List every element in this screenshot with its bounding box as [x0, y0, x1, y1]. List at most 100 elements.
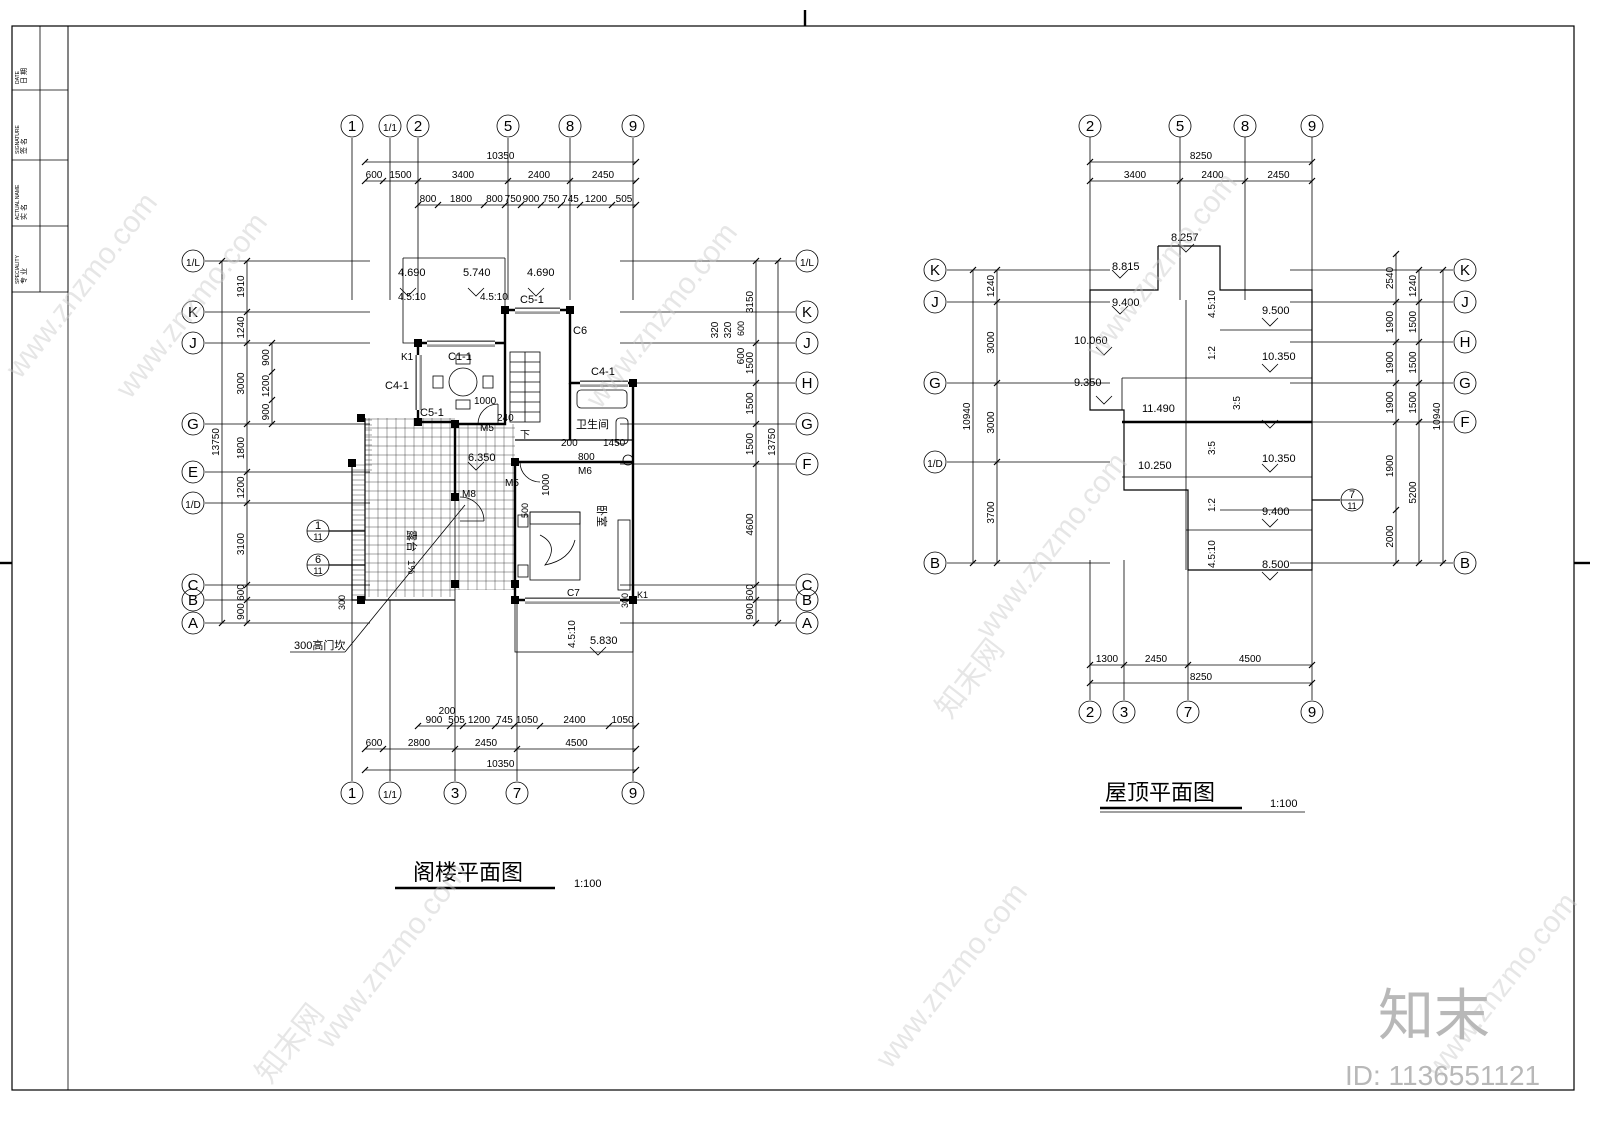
watermark-id: ID: 1136551121 — [1345, 1060, 1540, 1091]
roof-bottom-grid-0: 2 — [1078, 700, 1102, 724]
roof-bottom-grid-2: 7 — [1176, 700, 1200, 724]
attic-left-d-3: 1800 — [236, 436, 247, 459]
attic-left-grid-4: E — [181, 460, 205, 484]
attic-section-1-num: 1 — [315, 520, 321, 532]
attic-right-grid-0-label: 1/L — [800, 258, 814, 269]
attic-left-total-0: 13750 — [211, 428, 222, 456]
attic-right-grid-5-label: F — [802, 456, 811, 473]
roof-right-5200-0: 5200 — [1408, 481, 1419, 504]
attic-section-6-sheet: 11 — [313, 566, 322, 576]
terrace-tile-hatch — [352, 418, 515, 597]
attic-left-inner-0: 900 — [261, 349, 272, 366]
attic-top-grid-0-label: 1 — [348, 118, 356, 135]
label-300b: 300 — [620, 593, 630, 608]
sill-leader — [344, 504, 466, 653]
label-sill: 300高门坎 — [294, 638, 345, 652]
attic-left-d-1: 1240 — [236, 316, 247, 339]
roof-left-grid-1: J — [923, 290, 947, 314]
attic-bottom-grid-3-label: 7 — [513, 785, 521, 802]
watermark-site-2: www.znzmo.com — [579, 217, 744, 415]
attic-top-grid-2: 2 — [406, 114, 430, 138]
label-bedroom: 卧室 — [595, 505, 609, 527]
attic-right-d-3: 1500 — [745, 432, 756, 455]
label-m5b: M5 — [505, 478, 519, 489]
roof-left-grid-3-label: 1/D — [927, 459, 943, 470]
attic-right-grid-1: K — [795, 300, 819, 324]
roof-right-grid-2-label: H — [1460, 334, 1471, 351]
label-k1b: K1 — [637, 590, 648, 600]
roof-section-marker-7: 7 11 — [1312, 488, 1364, 512]
roof-top-d-2: 2450 — [1267, 170, 1290, 181]
label-c5-1a: C5-1 — [420, 407, 444, 419]
roof-right-d2-3: 1500 — [1408, 391, 1419, 414]
attic-left-d-2: 3000 — [236, 372, 247, 395]
attic-left-grid-5-label: 1/D — [185, 500, 201, 511]
label-c7: C7 — [567, 588, 580, 599]
roof-right-d1-3: 1900 — [1385, 391, 1396, 414]
roof-level-markers — [1095, 243, 1279, 581]
roof-slope-3: 3:5 — [1207, 441, 1218, 455]
attic-right-grid-7: B — [795, 588, 819, 612]
attic-level-2: 4.690 — [527, 267, 555, 279]
roof-right-d1-0: 2540 — [1385, 266, 1396, 289]
roof-right-d1-4: 1900 — [1385, 454, 1396, 477]
roof-section-7-sheet: 11 — [1347, 501, 1356, 511]
roof-left-grid-4: B — [923, 551, 947, 575]
label-1450: 1450 — [603, 438, 626, 449]
title-block-en-2: SIGNATURE — [15, 125, 21, 154]
dining-table — [432, 354, 494, 410]
roof-top-total-0: 8250 — [1190, 151, 1213, 162]
label-m8: M8 — [462, 489, 476, 500]
roof-left-d-2: 3000 — [986, 411, 997, 434]
attic-level-0: 4.690 — [398, 267, 426, 279]
title-block-en-1: ACTUAL NAME — [15, 184, 21, 220]
attic-top-d1-2: 3400 — [452, 170, 475, 181]
attic-bot-d1-2: 1200 — [468, 715, 491, 726]
roof-slope-0: 4.5:10 — [1207, 290, 1218, 318]
roof-outline — [1089, 245, 1313, 571]
title-block-cn-2: 签 名 — [19, 138, 28, 154]
watermark-site-6: www.znzmo.com — [309, 857, 474, 1055]
attic-left-grid-1-label: K — [188, 304, 198, 321]
attic-top-grid-3-label: 5 — [504, 118, 512, 135]
attic-bottom-grid-1: 1/1 — [378, 781, 402, 805]
watermark-brand-1: 知末网 — [930, 633, 1011, 724]
bed — [517, 511, 631, 591]
roof-left-grid-1-label: J — [931, 294, 939, 311]
attic-bottom-grid-4: 9 — [621, 781, 645, 805]
roof-left-grid-3: 1/D — [923, 450, 947, 474]
roof-right-grid-3-label: G — [1459, 375, 1471, 392]
label-c5-1b: C5-1 — [520, 294, 544, 306]
roof-right-grid-4-label: F — [1460, 414, 1469, 431]
attic-bottom-grid-1-label: 1/1 — [383, 790, 397, 801]
attic-bot-d1-6: 1050 — [611, 715, 634, 726]
label-terrace-slope: 1% — [405, 560, 416, 575]
label-k1a: K1 — [401, 352, 414, 363]
roof-level-7: 11.490 — [1142, 403, 1175, 415]
roof-right-d2-2: 1500 — [1408, 351, 1419, 374]
roof-right-grid-2: H — [1453, 330, 1477, 354]
label-bathroom: 卫生间 — [576, 417, 609, 431]
label-240: 240 — [497, 413, 514, 424]
roof-slope-1: 1:2 — [1207, 346, 1218, 360]
attic-slope-0: 4.5:10 — [398, 292, 426, 303]
attic-level-3: 6.350 — [468, 452, 496, 464]
roof-right-grid-1-label: J — [1461, 294, 1469, 311]
label-300a: 300 — [337, 595, 347, 610]
roof-level-9: 10.350 — [1262, 453, 1296, 465]
roof-title: 屋顶平面图 — [1105, 780, 1215, 805]
roof-level-3: 9.500 — [1262, 305, 1290, 317]
roof-bottom-grid-3: 9 — [1300, 700, 1324, 724]
label-1000a: 1000 — [474, 396, 497, 407]
attic-left-inner-2: 900 — [261, 403, 272, 420]
attic-slope-1: 4.5:10 — [480, 292, 508, 303]
attic-bottom-grid-0-label: 1 — [348, 785, 356, 802]
attic-right-grid-5: F — [795, 452, 819, 476]
roof-right-grid-3: G — [1453, 371, 1477, 395]
label-c4-1b: C4-1 — [591, 366, 615, 378]
roof-top-grid-0: 2 — [1078, 114, 1102, 138]
attic-right-grid-3: H — [795, 371, 819, 395]
attic-bot-d1-3: 745 — [496, 715, 513, 726]
bathtub — [576, 389, 634, 466]
